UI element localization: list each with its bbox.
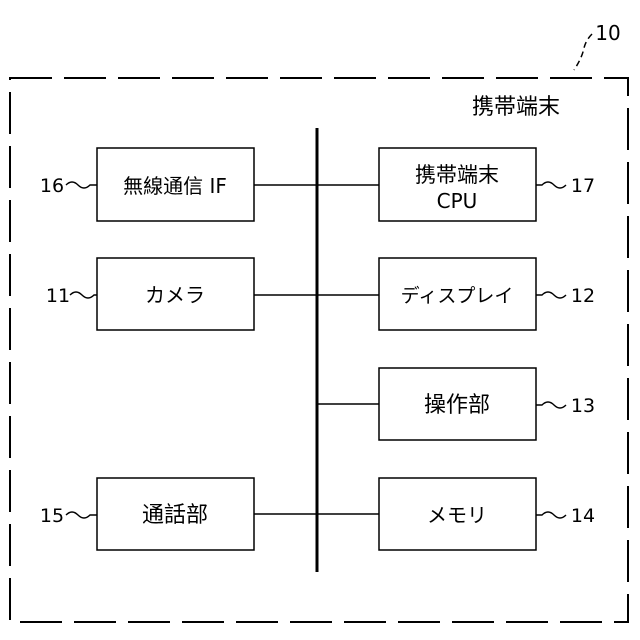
display-label: ディスプレイ xyxy=(401,285,514,307)
operation-unit-label: 操作部 xyxy=(424,393,490,418)
wireless-if-label: 無線通信 IF xyxy=(123,174,227,198)
memory-ref-number: 14 xyxy=(571,505,595,527)
device-title: 携帯端末 xyxy=(472,95,560,120)
wireless-if-block: 無線通信 IF xyxy=(97,148,254,221)
operation-unit-ref-leader xyxy=(536,402,566,408)
cpu-ref-number: 17 xyxy=(571,175,595,197)
wireless-if-ref-leader xyxy=(66,182,97,188)
memory-ref-leader xyxy=(536,512,566,518)
display-ref-leader xyxy=(536,292,566,298)
memory-block: メモリ xyxy=(379,478,536,550)
cpu-label-line1: 携帯端末 xyxy=(415,163,499,187)
call-unit-block: 通話部 xyxy=(97,478,254,550)
display-ref-number: 12 xyxy=(571,285,595,307)
device-ref-number: 10 xyxy=(595,21,620,45)
camera-block: カメラ xyxy=(97,258,254,330)
device-ref-leader xyxy=(574,34,592,70)
cpu-label-line2: CPU xyxy=(437,189,478,213)
cpu-ref-leader xyxy=(536,182,566,188)
camera-ref-number: 11 xyxy=(46,285,70,307)
cpu-block: 携帯端末 CPU xyxy=(379,148,536,221)
camera-ref-leader xyxy=(70,292,97,298)
operation-unit-ref-number: 13 xyxy=(571,395,595,417)
call-unit-ref-leader xyxy=(66,512,97,518)
operation-unit-block: 操作部 xyxy=(379,368,536,440)
camera-label: カメラ xyxy=(145,283,205,307)
wireless-if-ref-number: 16 xyxy=(40,175,64,197)
call-unit-label: 通話部 xyxy=(142,503,208,528)
call-unit-ref-number: 15 xyxy=(40,505,64,527)
display-block: ディスプレイ xyxy=(379,258,536,330)
memory-label: メモリ xyxy=(427,503,487,527)
